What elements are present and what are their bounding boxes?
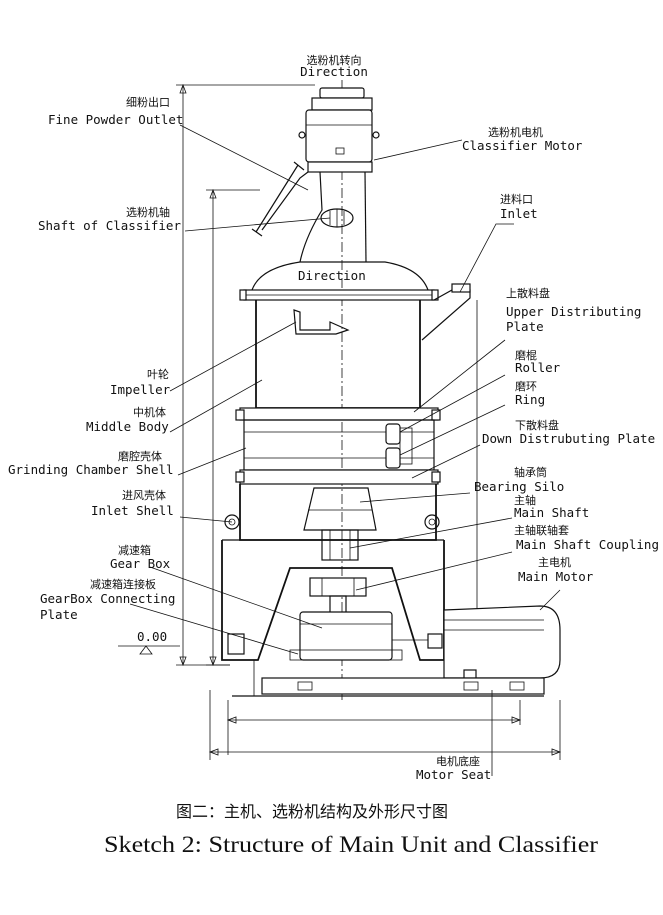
label-direction-top-en: Direction bbox=[300, 64, 368, 79]
label-gearbox-connecting-plate-en2: Plate bbox=[40, 607, 78, 622]
label-fine-powder-outlet-cn: 细粉出口 bbox=[126, 95, 170, 109]
label-middle-body-cn: 中机体 bbox=[133, 405, 166, 419]
labels: 选粉机转向 Direction 细粉出口 Fine Powder Outlet … bbox=[8, 53, 659, 782]
middle-body bbox=[235, 300, 441, 421]
label-bearing-silo-cn: 轴承筒 bbox=[514, 465, 547, 479]
label-upper-distributing-plate-en1: Upper Distributing bbox=[506, 304, 641, 319]
label-grinding-chamber-shell-cn: 磨腔壳体 bbox=[118, 449, 162, 463]
label-classifier-motor-cn: 选粉机电机 bbox=[488, 125, 543, 139]
label-impeller-en: Impeller bbox=[110, 382, 171, 397]
label-level-mark: 0.00 bbox=[137, 629, 167, 644]
label-direction-top-cn: 选粉机转向 bbox=[307, 53, 362, 67]
label-shaft-of-classifier-cn: 选粉机轴 bbox=[126, 205, 170, 219]
label-inlet-shell-cn: 进风壳体 bbox=[122, 488, 166, 502]
label-main-shaft-coupling-en: Main Shaft Coupling bbox=[516, 537, 659, 552]
label-motor-seat-cn: 电机底座 bbox=[436, 754, 480, 768]
label-grinding-chamber-shell-en: Grinding Chamber Shell bbox=[8, 462, 174, 477]
label-gear-box-en: Gear Box bbox=[110, 556, 171, 571]
label-gearbox-connecting-plate-cn: 减速箱连接板 bbox=[90, 577, 156, 591]
label-upper-distributing-plate-en2: Plate bbox=[506, 319, 544, 334]
label-classifier-motor-en: Classifier Motor bbox=[462, 138, 583, 153]
label-ring-cn: 磨环 bbox=[515, 380, 537, 393]
label-fine-powder-outlet-en: Fine Powder Outlet bbox=[48, 112, 183, 127]
inlet-shell bbox=[224, 484, 440, 561]
label-down-distributing-plate-en: Down Distrubuting Plate bbox=[482, 431, 655, 446]
fine-powder-outlet-pipe bbox=[251, 161, 367, 263]
label-roller-cn: 磨棍 bbox=[515, 348, 537, 362]
caption-en: Sketch 2: Structure of Main Unit and Cla… bbox=[104, 832, 598, 857]
label-gear-box-cn: 减速箱 bbox=[118, 543, 151, 557]
label-down-distributing-plate-cn: 下散料盘 bbox=[515, 418, 559, 432]
label-motor-seat-en: Motor Seat bbox=[416, 767, 491, 782]
label-roller-en: Roller bbox=[515, 360, 561, 375]
classifier-motor bbox=[298, 87, 380, 173]
gear-box bbox=[289, 611, 443, 661]
label-gearbox-connecting-plate-en1: GearBox Connecting bbox=[40, 591, 175, 606]
grinding-chamber-shell bbox=[235, 419, 441, 485]
label-main-shaft-coupling-cn: 主轴联轴套 bbox=[514, 523, 569, 537]
dimension-lines bbox=[176, 83, 562, 760]
level-triangle-icon bbox=[139, 645, 153, 655]
machine-drawing bbox=[176, 80, 562, 760]
label-impeller-cn: 叶轮 bbox=[147, 367, 169, 381]
label-ring-en: Ring bbox=[515, 392, 545, 407]
label-inlet-en: Inlet bbox=[500, 206, 538, 221]
classifier-housing bbox=[239, 261, 471, 341]
leader-lines bbox=[118, 124, 561, 776]
motor-seat bbox=[232, 660, 545, 697]
label-inlet-shell-en: Inlet Shell bbox=[91, 503, 174, 518]
label-middle-body-en: Middle Body bbox=[86, 419, 169, 434]
main-motor bbox=[443, 605, 561, 679]
label-main-motor-cn: 主电机 bbox=[538, 555, 571, 569]
caption-cn: 图二：主机、选粉机结构及外形尺寸图 bbox=[176, 802, 448, 821]
label-bearing-silo-en: Bearing Silo bbox=[474, 479, 564, 494]
label-main-motor-en: Main Motor bbox=[518, 569, 594, 584]
label-upper-distributing-plate-cn: 上散料盘 bbox=[506, 286, 550, 300]
label-shaft-of-classifier-en: Shaft of Classifier bbox=[38, 218, 181, 233]
label-inlet-cn: 进料口 bbox=[500, 192, 533, 206]
label-main-shaft-cn: 主轴 bbox=[514, 493, 536, 507]
label-main-shaft-en: Main Shaft bbox=[514, 505, 589, 520]
label-direction-mid-en: Direction bbox=[298, 268, 366, 283]
base-frame bbox=[221, 539, 445, 661]
